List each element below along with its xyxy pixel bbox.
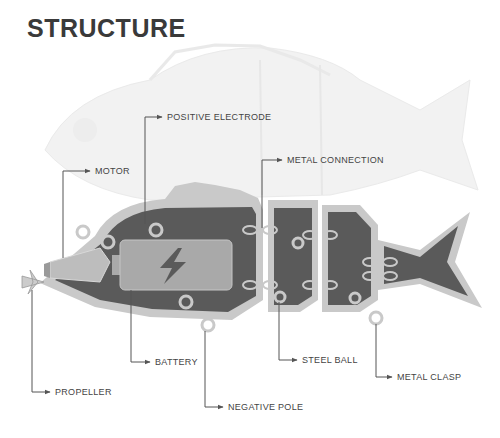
- link: [303, 231, 317, 239]
- propeller: [22, 270, 44, 294]
- steel-ball: [350, 293, 360, 303]
- link: [243, 281, 257, 289]
- part-label: METAL CONNECTION: [287, 155, 384, 165]
- link: [323, 281, 337, 289]
- link: [323, 231, 337, 239]
- fish-fin: [150, 45, 330, 80]
- body-segment: [268, 200, 318, 312]
- battery-terminal: [112, 255, 120, 275]
- leader-line: [131, 290, 150, 362]
- link: [363, 272, 377, 280]
- metal-links: [243, 226, 397, 289]
- body-segment: [40, 182, 263, 320]
- part-label: STEEL BALL: [302, 355, 358, 365]
- ring-eyes: [77, 224, 382, 331]
- ring-eye: [180, 296, 192, 308]
- link: [383, 258, 397, 266]
- leader-line: [145, 117, 162, 224]
- link: [303, 281, 317, 289]
- part-label: MOTOR: [95, 166, 130, 176]
- part-label: BATTERY: [155, 357, 198, 367]
- leader-line: [32, 290, 50, 392]
- body-segment: [322, 205, 378, 312]
- steel-ball: [293, 238, 303, 248]
- tail-fin: [378, 212, 482, 308]
- part-label: METAL CLASP: [397, 372, 461, 382]
- leader-lines: [32, 117, 392, 407]
- link: [243, 226, 257, 234]
- steel-ball: [275, 292, 285, 302]
- link: [383, 272, 397, 280]
- link: [263, 226, 277, 234]
- leader-line: [376, 324, 392, 377]
- ring-eye: [150, 224, 162, 236]
- link: [263, 281, 277, 289]
- lightning-symbol: [160, 248, 186, 284]
- link: [363, 258, 377, 266]
- ring-eye: [77, 226, 89, 238]
- leader-line: [279, 302, 297, 360]
- fish-eye: [73, 118, 97, 142]
- body-cavity: [274, 208, 312, 305]
- part-label: POSITIVE ELECTRODE: [167, 112, 271, 122]
- leader-line: [63, 171, 90, 258]
- tail-cavity: [384, 226, 468, 296]
- fish-joint: [260, 60, 322, 195]
- metal-clasp: [370, 312, 382, 324]
- motor-shaft: [44, 262, 50, 278]
- diagram-title: STRUCTURE: [27, 14, 186, 42]
- part-label: NEGATIVE POLE: [228, 402, 303, 412]
- battery-body: [120, 240, 232, 290]
- ring-eye: [202, 319, 214, 331]
- leader-line: [205, 331, 223, 407]
- part-label: PROPELLER: [55, 387, 112, 397]
- leader-line: [262, 160, 282, 228]
- ring-eye: [102, 236, 114, 248]
- motor: [50, 248, 110, 282]
